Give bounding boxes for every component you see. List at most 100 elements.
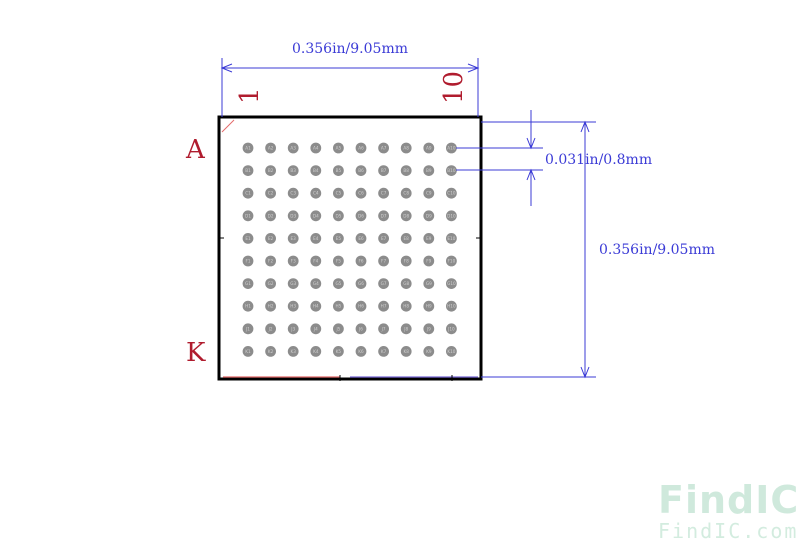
ball-B7: B7 <box>378 165 389 177</box>
ball-J8: J8 <box>400 323 412 335</box>
ball-D3: D3 <box>287 210 299 222</box>
ball-J1: J1 <box>242 323 254 335</box>
svg-text:K9: K9 <box>426 349 432 354</box>
ball-H2: H2 <box>265 300 276 312</box>
ball-B1: B1 <box>242 165 254 177</box>
svg-text:C9: C9 <box>426 191 432 196</box>
ball-H6: H6 <box>355 300 367 312</box>
ball-G6: G6 <box>355 278 367 289</box>
ball-K10: K10 <box>446 346 457 357</box>
svg-text:H3: H3 <box>290 304 296 309</box>
ball-K4: K4 <box>310 346 322 357</box>
ball-F6: F6 <box>355 255 367 267</box>
ball-G3: G3 <box>287 278 299 289</box>
svg-text:C8: C8 <box>403 191 409 196</box>
ball-A8: A8 <box>400 142 412 154</box>
ball-D1: D1 <box>242 210 254 222</box>
ball-K1: K1 <box>242 346 254 357</box>
ball-K3: K3 <box>287 346 299 357</box>
ball-A6: A6 <box>355 142 367 154</box>
width-dimension <box>220 58 480 117</box>
svg-text:B7: B7 <box>381 168 387 173</box>
ball-A7: A7 <box>378 142 389 154</box>
ball-E9: E9 <box>423 233 435 244</box>
svg-text:A5: A5 <box>336 146 342 151</box>
svg-text:J8: J8 <box>403 326 408 331</box>
ball-J2: J2 <box>265 323 276 335</box>
svg-text:G8: G8 <box>403 281 409 286</box>
svg-text:E1: E1 <box>245 236 251 241</box>
svg-text:G9: G9 <box>426 281 432 286</box>
svg-text:J2: J2 <box>268 326 273 331</box>
ball-A3: A3 <box>287 142 299 154</box>
ball-C7: C7 <box>378 187 389 199</box>
ball-C9: C9 <box>423 187 435 199</box>
svg-text:E6: E6 <box>358 236 364 241</box>
ball-D6: D6 <box>355 210 367 222</box>
svg-text:E3: E3 <box>291 236 297 241</box>
ball-A1: A1 <box>242 142 254 154</box>
ball-D2: D2 <box>265 210 276 222</box>
watermark-logo: FindIC <box>658 478 799 522</box>
svg-text:D9: D9 <box>426 213 432 218</box>
ball-K6: K6 <box>355 346 367 357</box>
svg-text:J4: J4 <box>313 326 318 331</box>
svg-text:K2: K2 <box>268 349 274 354</box>
svg-text:F8: F8 <box>404 259 409 264</box>
ball-H3: H3 <box>287 300 299 312</box>
ball-F8: F8 <box>400 255 412 267</box>
svg-text:H4: H4 <box>313 304 319 309</box>
svg-text:A10: A10 <box>447 146 456 151</box>
svg-text:F5: F5 <box>336 259 341 264</box>
ball-F4: F4 <box>310 255 322 267</box>
ball-F5: F5 <box>333 255 344 267</box>
svg-text:A6: A6 <box>358 146 364 151</box>
svg-text:K5: K5 <box>336 349 342 354</box>
ball-F1: F1 <box>242 255 254 267</box>
package-outline <box>217 115 483 381</box>
svg-text:A4: A4 <box>313 146 319 151</box>
column-label-last: 10 <box>439 71 469 104</box>
ball-E3: E3 <box>287 233 299 244</box>
svg-text:A3: A3 <box>290 146 296 151</box>
svg-text:G2: G2 <box>268 281 274 286</box>
svg-text:B10: B10 <box>447 168 456 173</box>
svg-text:B2: B2 <box>268 168 274 173</box>
svg-text:K7: K7 <box>381 349 387 354</box>
ball-J10: J10 <box>446 323 457 335</box>
svg-text:E9: E9 <box>426 236 432 241</box>
svg-text:B3: B3 <box>290 168 296 173</box>
svg-text:J3: J3 <box>290 326 295 331</box>
svg-text:G3: G3 <box>290 281 296 286</box>
svg-text:K4: K4 <box>313 349 319 354</box>
ball-F3: F3 <box>287 255 299 267</box>
ball-J6: J6 <box>355 323 367 335</box>
ball-B6: B6 <box>355 165 367 177</box>
svg-text:K6: K6 <box>358 349 364 354</box>
ball-J4: J4 <box>310 323 322 335</box>
ball-K8: K8 <box>400 346 412 357</box>
svg-text:H9: H9 <box>426 304 432 309</box>
svg-text:C10: C10 <box>447 191 456 196</box>
svg-text:E10: E10 <box>447 236 455 241</box>
ball-C6: C6 <box>355 187 367 199</box>
svg-text:D4: D4 <box>313 213 319 218</box>
svg-text:D1: D1 <box>245 213 251 218</box>
ball-G5: G5 <box>333 278 344 289</box>
svg-text:F9: F9 <box>426 259 431 264</box>
svg-text:K8: K8 <box>403 349 409 354</box>
ball-F7: F7 <box>378 255 389 267</box>
svg-text:B5: B5 <box>336 168 342 173</box>
svg-text:E7: E7 <box>381 236 387 241</box>
height-dimension-label: 0.356in/9.05mm <box>599 242 715 258</box>
svg-text:J9: J9 <box>426 326 431 331</box>
svg-text:F6: F6 <box>358 259 363 264</box>
width-dimension-label: 0.356in/9.05mm <box>292 41 408 57</box>
svg-text:B4: B4 <box>313 168 319 173</box>
svg-text:G5: G5 <box>335 281 341 286</box>
svg-text:J7: J7 <box>381 326 386 331</box>
ball-H1: H1 <box>242 300 254 312</box>
ball-G7: G7 <box>378 278 389 289</box>
